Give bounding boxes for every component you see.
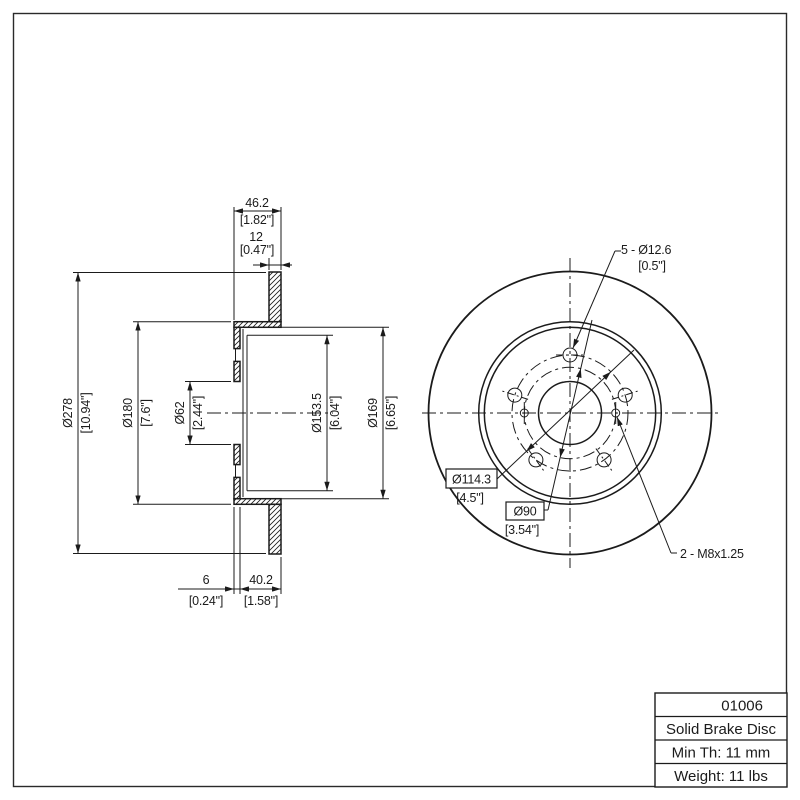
dim-outer-diameter-mm: Ø278 xyxy=(61,398,75,428)
dim-overall-width-mm: 46.2 xyxy=(245,196,269,210)
ann-bolt-holes-mm: 5 - Ø12.6 xyxy=(621,243,672,257)
min-thickness: Min Th: 11 mm xyxy=(672,745,771,762)
part-number: 01006 xyxy=(721,698,763,715)
dim-bolt-circle-in: [4.5"] xyxy=(456,491,484,505)
page-border xyxy=(12,12,788,788)
dim-bolt-circle: Ø114.3 [4.5"] xyxy=(445,349,635,505)
dim-hat-inner-diameter-mm: Ø153.5 xyxy=(310,393,324,433)
dim-hat-wall-and-depth: 6 [0.24"] 40.2 [1.58"] xyxy=(178,507,282,608)
part-weight: Weight: 11 lbs xyxy=(674,768,768,785)
dim-hat-depth-in: [1.58"] xyxy=(244,594,278,608)
dim-hat-wall-in: [0.24"] xyxy=(189,594,223,608)
dim-hat-outer-diameter: Ø169 [6.65"] xyxy=(281,326,398,500)
dim-disc-thickness-mm: 12 xyxy=(249,230,263,244)
dim-outer-diameter: Ø278 [10.94"] xyxy=(61,272,266,554)
bolt-holes xyxy=(501,347,639,472)
dim-disc-thickness-in: [0.47"] xyxy=(240,243,274,257)
dim-access-circle-mm: Ø90 xyxy=(513,505,536,519)
dim-center-bore: Ø62 [2.44"] xyxy=(173,381,231,445)
dim-hat-inner-diameter-in: [6.04"] xyxy=(328,396,342,430)
dim-outer-diameter-in: [10.94"] xyxy=(79,392,93,433)
ann-bolt-holes-in: [0.5"] xyxy=(638,259,666,273)
dim-overall-width: 46.2 [1.82"] xyxy=(233,196,282,320)
part-description: Solid Brake Disc xyxy=(666,721,777,738)
dim-friction-inner-diameter: Ø180 [7.6"] xyxy=(121,321,231,505)
dim-center-bore-mm: Ø62 xyxy=(173,401,187,424)
dim-hat-outer-diameter-in: [6.65"] xyxy=(384,396,398,430)
ann-thread-holes-mm: 2 - M8x1.25 xyxy=(680,547,744,561)
access-circle-frame xyxy=(505,501,545,521)
dim-friction-inner-diameter-mm: Ø180 xyxy=(121,398,135,428)
dim-hat-inner-diameter: Ø153.5 [6.04"] xyxy=(247,334,342,492)
ann-thread-holes: 2 - M8x1.25 xyxy=(616,416,744,561)
dim-bolt-circle-mm: Ø114.3 xyxy=(452,473,491,487)
dim-center-bore-in: [2.44"] xyxy=(191,396,205,430)
ann-bolt-holes: 5 - Ø12.6 [0.5"] xyxy=(572,243,672,349)
dim-disc-thickness: 12 [0.47"] xyxy=(240,230,292,270)
title-block: 01006 Solid Brake Disc Min Th: 11 mm Wei… xyxy=(654,692,788,788)
dim-hat-depth-mm: 40.2 xyxy=(249,573,273,587)
dim-access-circle: Ø90 [3.54"] xyxy=(505,319,593,537)
dim-access-circle-in: [3.54"] xyxy=(505,523,539,537)
thread-holes xyxy=(519,402,621,424)
bolt-circle-frame xyxy=(445,468,498,489)
dim-hat-wall-mm: 6 xyxy=(203,573,210,587)
section-cut-material xyxy=(233,271,282,555)
dim-friction-inner-diameter-in: [7.6"] xyxy=(139,399,153,427)
section-view: 46.2 [1.82"] 12 [0.47"] Ø278 [10.94"] Ø1… xyxy=(61,196,398,608)
dim-overall-width-in: [1.82"] xyxy=(240,213,274,227)
front-view: 5 - Ø12.6 [0.5"] Ø114.3 [4.5"] Ø90 [3.54… xyxy=(422,243,744,568)
dim-hat-outer-diameter-mm: Ø169 xyxy=(366,398,380,428)
